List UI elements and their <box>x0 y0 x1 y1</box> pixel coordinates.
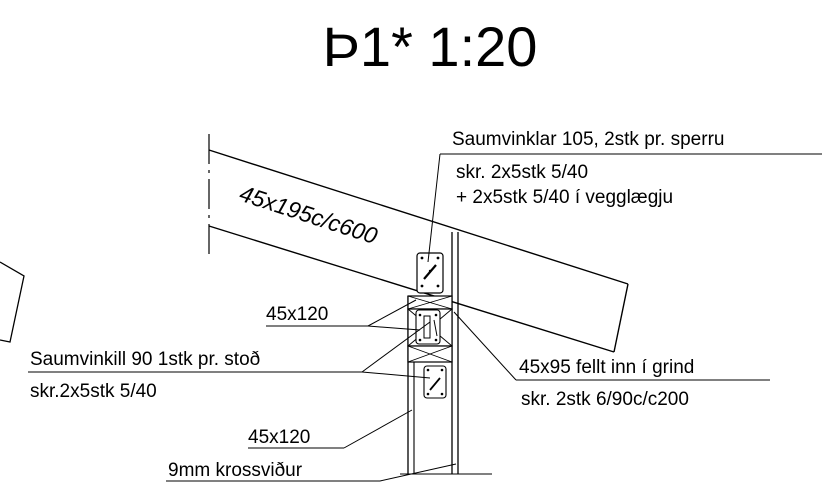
infill-title: 45x95 fellt inn í grind <box>519 357 694 378</box>
drawing-title: Þ1* 1:20 <box>323 15 538 78</box>
rafter-bracket-screws-extra: + 2x5stk 5/40 í vegglægju <box>456 187 673 208</box>
plywood-label: 9mm krossviður <box>168 460 303 481</box>
rafter-bracket-screws: skr. 2x5stk 5/40 <box>456 162 588 183</box>
rafter-angle-bracket <box>416 252 444 294</box>
post-bracket-title: Saumvinkill 90 1stk pr. stoð <box>30 349 260 370</box>
infill-screws: skr. 2stk 6/90c/c200 <box>521 389 689 410</box>
rafter <box>208 134 629 353</box>
lower-angle-bracket <box>423 365 447 399</box>
top-plate-label: 45x120 <box>266 304 328 325</box>
stud-label: 45x120 <box>248 427 310 448</box>
leader-lines <box>28 153 822 482</box>
post-angle-bracket <box>415 309 441 345</box>
rafter-bracket-title: Saumvinklar 105, 2stk pr. sperru <box>452 129 724 150</box>
adjacent-element <box>0 261 25 343</box>
top-plates <box>407 295 453 363</box>
rafter-size-label: 45x195c/c600 <box>236 180 380 249</box>
post-bracket-screws: skr.2x5stk 5/40 <box>30 381 157 402</box>
